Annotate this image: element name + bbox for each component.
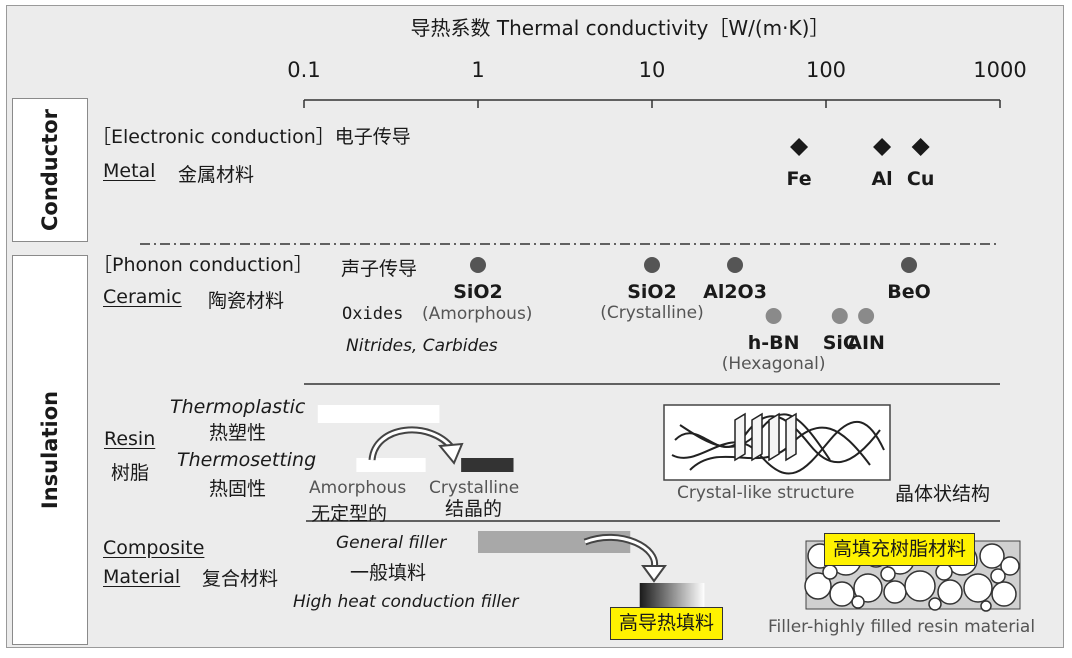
amorphous-to-crystalline-arrow-inner xyxy=(370,428,454,461)
metal-cn-label: 金属材料 xyxy=(178,164,255,186)
point-label-ain: AIN xyxy=(847,332,885,354)
point-label-beo: BeO xyxy=(887,281,931,303)
filler-particle xyxy=(963,573,993,603)
insulation-box: Insulation xyxy=(12,255,88,645)
crystalline-label: Crystalline xyxy=(429,478,520,498)
filler-particle xyxy=(853,573,883,603)
x-axis xyxy=(303,99,1001,108)
amorphous-to-crystalline-arrow xyxy=(368,426,455,461)
resin-cn-label: 树脂 xyxy=(111,462,150,484)
arrow-head-resin xyxy=(438,442,464,465)
composite-label: Composite xyxy=(103,537,205,559)
data-point-h-bn xyxy=(765,308,782,324)
filler-particle xyxy=(829,581,855,607)
amorphous-note-label: (Amorphous) xyxy=(422,304,533,324)
point-label-fe: Fe xyxy=(786,168,812,190)
x-tick-label: 0.1 xyxy=(287,58,321,82)
insulation-label: Insulation xyxy=(38,390,62,510)
point-note-sio2: (Crystalline) xyxy=(600,303,704,323)
crystal-structure-label: Crystal-like structure xyxy=(677,483,855,503)
filler-particle xyxy=(804,572,832,600)
high-filler-label: High heat conduction filler xyxy=(293,592,519,612)
conductor-label: Conductor xyxy=(38,108,62,232)
thermoplastic-label: Thermoplastic xyxy=(170,396,306,418)
arrow-head-filler xyxy=(641,565,667,583)
filler-particle xyxy=(1000,556,1020,576)
general-to-high-filler-arrow-inner xyxy=(584,535,657,569)
x-tick-label: 10 xyxy=(638,58,666,82)
conductor-box: Conductor xyxy=(12,98,88,242)
filler-particle xyxy=(980,600,992,612)
filler-particle xyxy=(991,581,1017,607)
phonon-conduction-label: ［Phonon conduction］ xyxy=(93,254,313,276)
thermosetting-label: Thermosetting xyxy=(177,449,317,471)
point-label-sic: SiC xyxy=(822,332,857,354)
x-tick-label: 1 xyxy=(471,58,485,82)
filler-particle xyxy=(979,543,1005,569)
data-point-al xyxy=(873,138,892,156)
range-bar-crystalline xyxy=(461,458,514,472)
filler-particle xyxy=(928,597,942,611)
filler-particle xyxy=(822,564,838,580)
crystal-structure-cn-label: 晶体状结构 xyxy=(895,483,991,505)
filler-particle xyxy=(935,563,953,581)
point-note-h-bn: (Hexagonal) xyxy=(721,354,826,374)
point-label-al2o3: Al2O3 xyxy=(703,281,767,303)
oxides-label: Oxides xyxy=(342,304,404,324)
filler-particle xyxy=(937,579,963,605)
filler-particle xyxy=(880,566,896,582)
crystal-structure-illustration xyxy=(663,404,891,481)
range-bar-amorphous xyxy=(356,458,426,472)
nitrides-carbides-label: Nitrides, Carbides xyxy=(346,336,498,356)
general-filler-label: General filler xyxy=(336,533,447,553)
point-label-sio2: SiO2 xyxy=(627,281,677,303)
filler-particle xyxy=(883,580,907,604)
amorphous-cn-label: 无定型的 xyxy=(311,503,388,525)
electronic-conduction-label: ［Electronic conduction］电子传导 xyxy=(92,126,411,148)
resin-label: Resin xyxy=(104,428,156,450)
x-tick-label: 100 xyxy=(805,58,847,82)
filler-particle xyxy=(904,570,936,602)
thermosetting-cn-label: 热固性 xyxy=(209,478,267,500)
data-point-ain xyxy=(858,308,875,324)
range-bar-thermoplastic xyxy=(317,405,440,423)
filler-particle xyxy=(990,568,1006,584)
data-point-sio2 xyxy=(644,257,660,273)
high-filler-cn-box: 高导热填料 xyxy=(610,607,724,640)
filler-particle xyxy=(851,595,865,609)
metal-label: Metal xyxy=(103,160,156,182)
high-fill-resin-cn-box: 高填充树脂材料 xyxy=(824,533,976,566)
chart-title: 导热系数 Thermal conductivity［W/(m·K)］ xyxy=(410,16,830,40)
x-tick-label: 1000 xyxy=(973,58,1027,82)
chart-marks xyxy=(317,138,930,613)
data-point-sio2 xyxy=(470,257,486,273)
ceramic-label: Ceramic xyxy=(103,286,182,308)
point-label-sio2: SiO2 xyxy=(453,281,503,303)
point-label-h-bn: h-BN xyxy=(747,332,800,354)
data-point-sic xyxy=(831,308,848,324)
composite-cn-label: 复合材料 xyxy=(202,568,279,590)
data-point-beo xyxy=(901,257,918,273)
filler-resin-label: Filler-highly filled resin material xyxy=(768,617,1036,637)
data-point-al2o3 xyxy=(727,257,744,273)
data-point-cu xyxy=(911,138,930,156)
crystalline-cn-label: 结晶的 xyxy=(445,498,503,520)
data-point-fe xyxy=(790,138,809,156)
thermoplastic-cn-label: 热塑性 xyxy=(209,422,267,444)
ceramic-cn-label: 陶瓷材料 xyxy=(208,290,285,312)
general-filler-cn-label: 一般填料 xyxy=(350,562,427,584)
material-label: Material xyxy=(103,566,181,588)
point-label-cu: Cu xyxy=(906,168,935,190)
phonon-cn-label: 声子传导 xyxy=(341,258,418,280)
point-label-al: Al xyxy=(871,168,893,190)
amorphous-label: Amorphous xyxy=(309,478,407,498)
